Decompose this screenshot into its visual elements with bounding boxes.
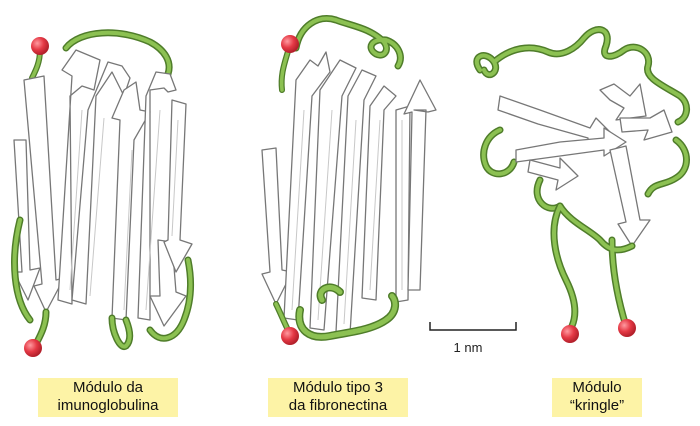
ig-n-terminus xyxy=(31,37,49,55)
label-line: Módulo tipo 3 xyxy=(268,379,408,397)
kr-c-terminus xyxy=(618,319,636,337)
fn-strand xyxy=(362,86,396,300)
fn-c-terminus xyxy=(281,327,299,345)
kringle-module-label: Módulo “kringle” xyxy=(552,378,642,417)
fibronectin-module-label: Módulo tipo 3 da fibronectina xyxy=(268,378,408,417)
label-line: Módulo xyxy=(552,379,642,397)
label-line: “kringle” xyxy=(552,397,642,415)
fn-n-terminus xyxy=(281,35,299,53)
scale-bar-label: 1 nm xyxy=(448,340,488,355)
scale-bar xyxy=(430,322,516,330)
immunoglobulin-module xyxy=(14,33,192,357)
label-line: imunoglobulina xyxy=(38,397,178,415)
kr-n-terminus xyxy=(561,325,579,343)
immunoglobulin-module-label: Módulo da imunoglobulina xyxy=(38,378,178,417)
label-line: da fibronectina xyxy=(268,397,408,415)
fibronectin-module xyxy=(262,18,436,345)
ig-c-terminus xyxy=(24,339,42,357)
label-line: Módulo da xyxy=(38,379,178,397)
kr-strand xyxy=(600,84,646,120)
kringle-module xyxy=(477,30,687,343)
kr-strand xyxy=(610,146,650,246)
